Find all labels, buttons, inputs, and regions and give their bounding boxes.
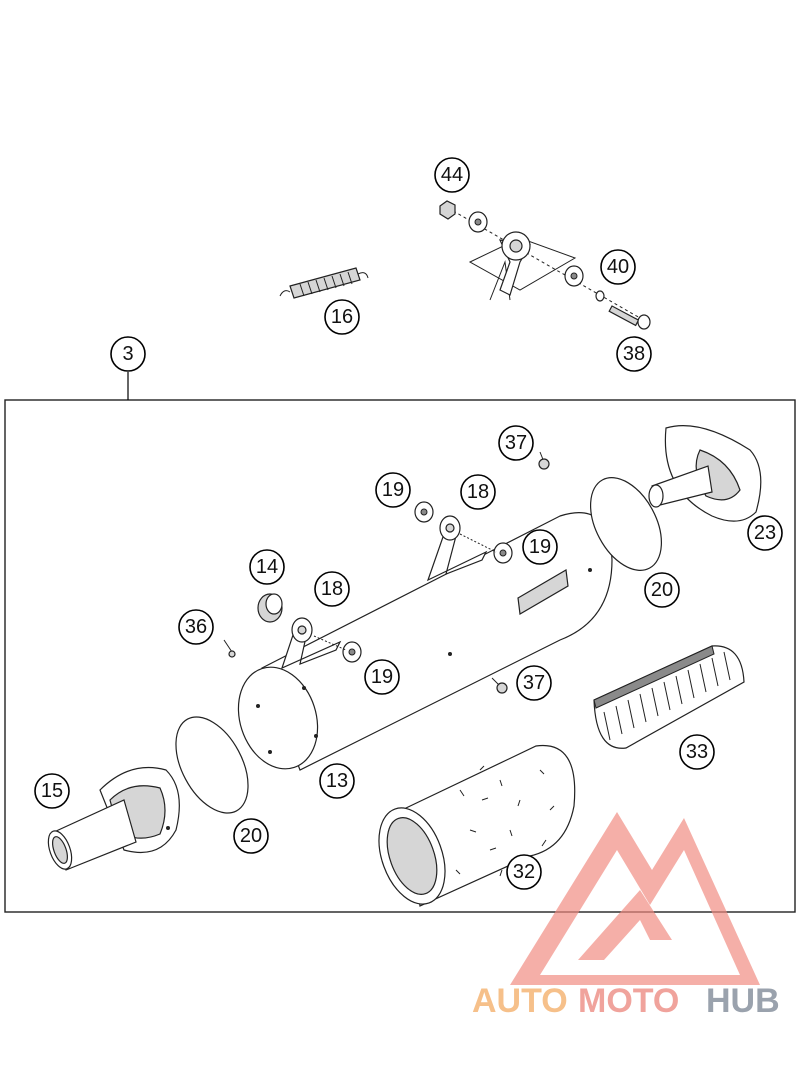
mounting-bracket-front: [280, 617, 342, 670]
callout-13: 13: [319, 763, 355, 799]
callout-20-front: 20: [233, 818, 269, 854]
screw-37-top: [538, 451, 550, 470]
svg-text:38: 38: [623, 343, 645, 365]
svg-text:19: 19: [371, 666, 393, 688]
callout-14: 14: [249, 549, 285, 585]
spring-washer: [595, 290, 605, 302]
callout-23: 23: [747, 515, 783, 551]
svg-text:18: 18: [467, 481, 489, 503]
callout-19-top: 19: [375, 472, 411, 508]
callout-18-top: 18: [460, 474, 496, 510]
silencer-body: [237, 512, 613, 771]
svg-text:36: 36: [185, 616, 207, 638]
svg-text:44: 44: [441, 164, 463, 186]
callout-15: 15: [34, 773, 70, 809]
svg-text:14: 14: [256, 556, 278, 578]
svg-text:HUB: HUB: [706, 982, 780, 1020]
hanger-assembly: [439, 200, 651, 330]
callout-32: 32: [506, 854, 542, 890]
svg-text:19: 19: [529, 536, 551, 558]
callout-38: 38: [616, 336, 652, 372]
bolt: [608, 305, 651, 330]
callout-33: 33: [679, 734, 715, 770]
rubber-bushing-14: [257, 593, 283, 623]
callout-3: 3: [110, 336, 146, 372]
mounting-bracket-rear: [426, 515, 488, 582]
watermark-logo: [510, 812, 760, 985]
svg-text:20: 20: [240, 825, 262, 847]
svg-text:AUTO: AUTO: [472, 982, 568, 1020]
svg-text:37: 37: [505, 432, 527, 454]
svg-text:33: 33: [686, 741, 708, 763]
callout-40: 40: [600, 249, 636, 285]
svg-text:20: 20: [651, 579, 673, 601]
brand-decal: [517, 569, 569, 615]
svg-text:15: 15: [41, 780, 63, 802]
svg-text:3: 3: [122, 343, 133, 365]
svg-text:40: 40: [607, 256, 629, 278]
screw-37-bottom: [491, 677, 508, 694]
svg-text:MOTO: MOTO: [578, 982, 679, 1020]
screw-36: [223, 639, 236, 658]
callout-37-bottom: 37: [516, 665, 552, 701]
end-cap-front: [47, 766, 180, 871]
packing-mat: [593, 645, 745, 749]
svg-text:37: 37: [523, 672, 545, 694]
callout-19-right: 19: [522, 529, 558, 565]
callout-36: 36: [178, 609, 214, 645]
gasket-rear: [590, 477, 662, 571]
svg-text:23: 23: [754, 522, 776, 544]
callout-44: 44: [434, 157, 470, 193]
svg-text:18: 18: [321, 578, 343, 600]
callout-18-front: 18: [314, 571, 350, 607]
assembly-frame: [4, 399, 796, 913]
gasket-front: [175, 716, 249, 814]
callout-16: 16: [324, 299, 360, 335]
callout-20-rear: 20: [644, 572, 680, 608]
end-cap-rear: [648, 425, 762, 522]
callout-37-top: 37: [498, 425, 534, 461]
svg-text:16: 16: [331, 306, 353, 328]
svg-text:32: 32: [513, 861, 535, 883]
packing-tube: [378, 744, 576, 907]
callout-19-front: 19: [364, 659, 400, 695]
spring: [279, 267, 369, 299]
svg-text:19: 19: [382, 479, 404, 501]
watermark-text: AUTO MOTO HUB: [472, 982, 780, 1020]
nut: [439, 200, 456, 220]
svg-text:13: 13: [326, 770, 348, 792]
